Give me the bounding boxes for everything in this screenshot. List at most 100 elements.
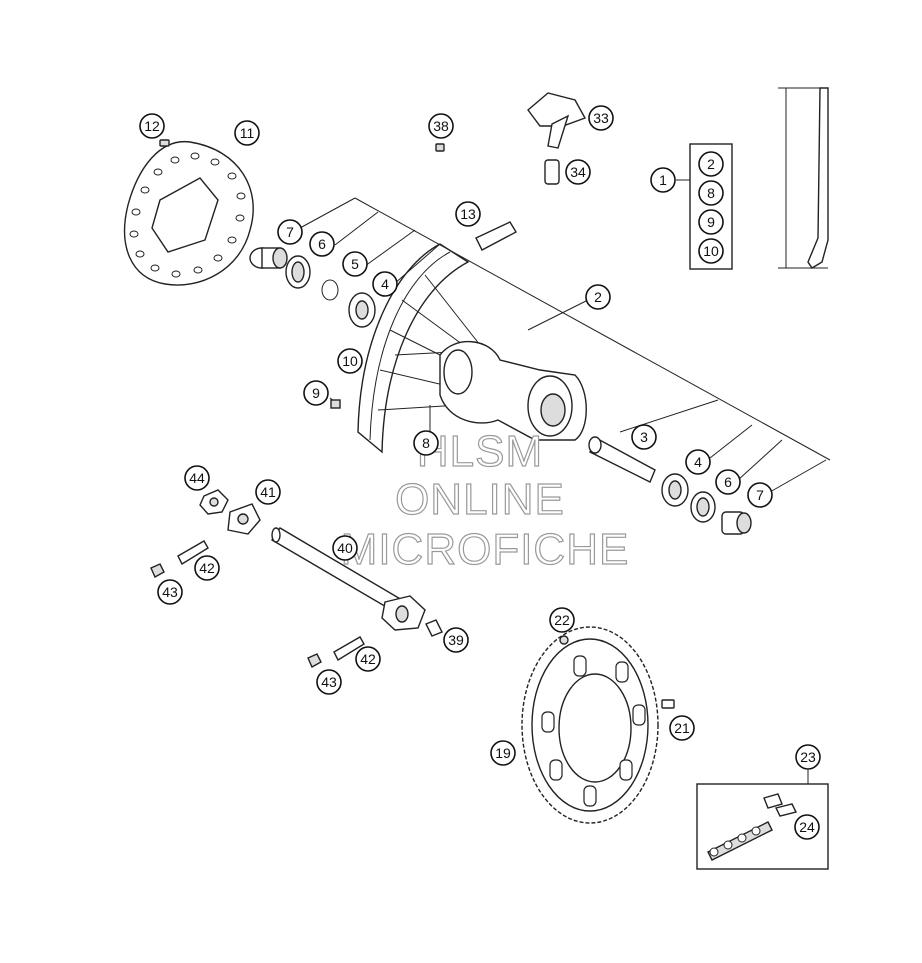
left-bearing: [348, 292, 376, 328]
callout-44: 44: [184, 465, 210, 491]
svg-text:33: 33: [593, 110, 609, 126]
svg-text:19: 19: [495, 745, 511, 761]
callout-42-upper: 42: [194, 555, 220, 581]
callout-13: 13: [455, 201, 481, 227]
svg-text:34: 34: [570, 164, 586, 180]
svg-text:24: 24: [799, 819, 815, 835]
watermark-line2: ONLINE: [395, 475, 565, 524]
svg-text:10: 10: [703, 243, 719, 259]
right-spacer: [721, 511, 752, 535]
svg-text:13: 13: [460, 206, 476, 222]
svg-text:12: 12: [144, 118, 160, 134]
callout-24: 24: [794, 814, 820, 840]
callout-4-right: 4: [685, 449, 711, 475]
svg-text:8: 8: [707, 185, 715, 201]
rim-tape: [475, 221, 517, 251]
svg-text:23: 23: [800, 749, 816, 765]
spoke-drawing: [778, 87, 829, 269]
svg-text:7: 7: [286, 224, 294, 240]
right-seal: [690, 491, 716, 523]
callout-22: 22: [549, 607, 575, 633]
callout-10-set: 10: [698, 238, 724, 264]
svg-text:44: 44: [189, 470, 205, 486]
svg-text:2: 2: [707, 156, 715, 172]
left-seal: [285, 255, 311, 289]
callout-8: 8: [413, 430, 439, 456]
svg-text:10: 10: [342, 353, 358, 369]
callout-19: 19: [490, 740, 516, 766]
callout-10: 10: [337, 348, 363, 374]
rear-sprocket: [521, 626, 659, 824]
left-spacer: [249, 247, 288, 269]
spoke-nipple: [330, 399, 341, 409]
axle-nut: [199, 489, 229, 515]
svg-text:40: 40: [337, 540, 353, 556]
svg-text:6: 6: [724, 474, 732, 490]
callout-41: 41: [255, 479, 281, 505]
callout-9: 9: [303, 380, 329, 406]
callout-6-right: 6: [715, 469, 741, 495]
svg-text:9: 9: [312, 385, 320, 401]
callout-4-left: 4: [372, 271, 398, 297]
svg-text:11: 11: [240, 125, 255, 141]
svg-text:39: 39: [448, 632, 464, 648]
watermark: HLSM ONLINE MICROFICHE: [340, 426, 630, 574]
svg-text:38: 38: [433, 118, 449, 134]
callout-34: 34: [565, 159, 591, 185]
svg-text:7: 7: [756, 487, 764, 503]
adjuster-nut-upper: [150, 563, 165, 578]
rim-lock-nut: [544, 159, 560, 185]
callout-11: 11: [234, 120, 260, 146]
callout-43-lower: 43: [316, 669, 342, 695]
right-bearing: [661, 473, 689, 507]
callout-7-right: 7: [747, 482, 773, 508]
callout-2: 2: [585, 284, 611, 310]
callout-9-set: 9: [698, 209, 724, 235]
chain-adjuster: [227, 503, 261, 535]
sprocket-nut: [559, 635, 569, 645]
callout-7-left: 7: [277, 219, 303, 245]
watermark-line1: HLSM: [417, 427, 543, 476]
callout-43-upper: 43: [157, 579, 183, 605]
callout-1: 1: [650, 167, 676, 193]
callout-2-set: 2: [698, 151, 724, 177]
callout-12: 12: [139, 113, 165, 139]
watermark-line3: MICROFICHE: [341, 525, 630, 574]
svg-text:5: 5: [351, 256, 359, 272]
rim-lock: [527, 92, 587, 149]
svg-text:2: 2: [594, 289, 602, 305]
valve-cap: [435, 143, 445, 152]
callout-5: 5: [342, 251, 368, 277]
svg-text:43: 43: [321, 674, 337, 690]
svg-text:22: 22: [554, 612, 570, 628]
svg-text:8: 8: [422, 435, 430, 451]
adjuster-nut-lower: [307, 653, 322, 668]
callout-40: 40: [332, 535, 358, 561]
callout-42-lower: 42: [355, 646, 381, 672]
callout-23: 23: [795, 744, 821, 770]
callout-21: 21: [669, 715, 695, 741]
callout-38: 38: [428, 113, 454, 139]
svg-text:1: 1: [659, 172, 667, 188]
svg-text:6: 6: [318, 236, 326, 252]
svg-text:4: 4: [694, 454, 702, 470]
leader-lines: [299, 197, 831, 784]
svg-text:42: 42: [199, 560, 215, 576]
svg-text:21: 21: [674, 720, 690, 736]
callout-39: 39: [443, 627, 469, 653]
circlip: [321, 279, 339, 301]
adjuster-screw-upper: [177, 540, 209, 565]
svg-text:42: 42: [360, 651, 376, 667]
adjuster-screw-lower: [333, 636, 365, 661]
brake-disc: [124, 141, 254, 286]
disc-screw: [159, 139, 170, 147]
svg-text:43: 43: [162, 584, 178, 600]
svg-text:9: 9: [707, 214, 715, 230]
distance-sleeve: [588, 436, 656, 483]
wheel-hub: [439, 341, 587, 441]
sprocket-bolt: [661, 699, 675, 709]
axle-bushing: [425, 619, 443, 637]
callout-3: 3: [631, 424, 657, 450]
callout-8-set: 8: [698, 180, 724, 206]
